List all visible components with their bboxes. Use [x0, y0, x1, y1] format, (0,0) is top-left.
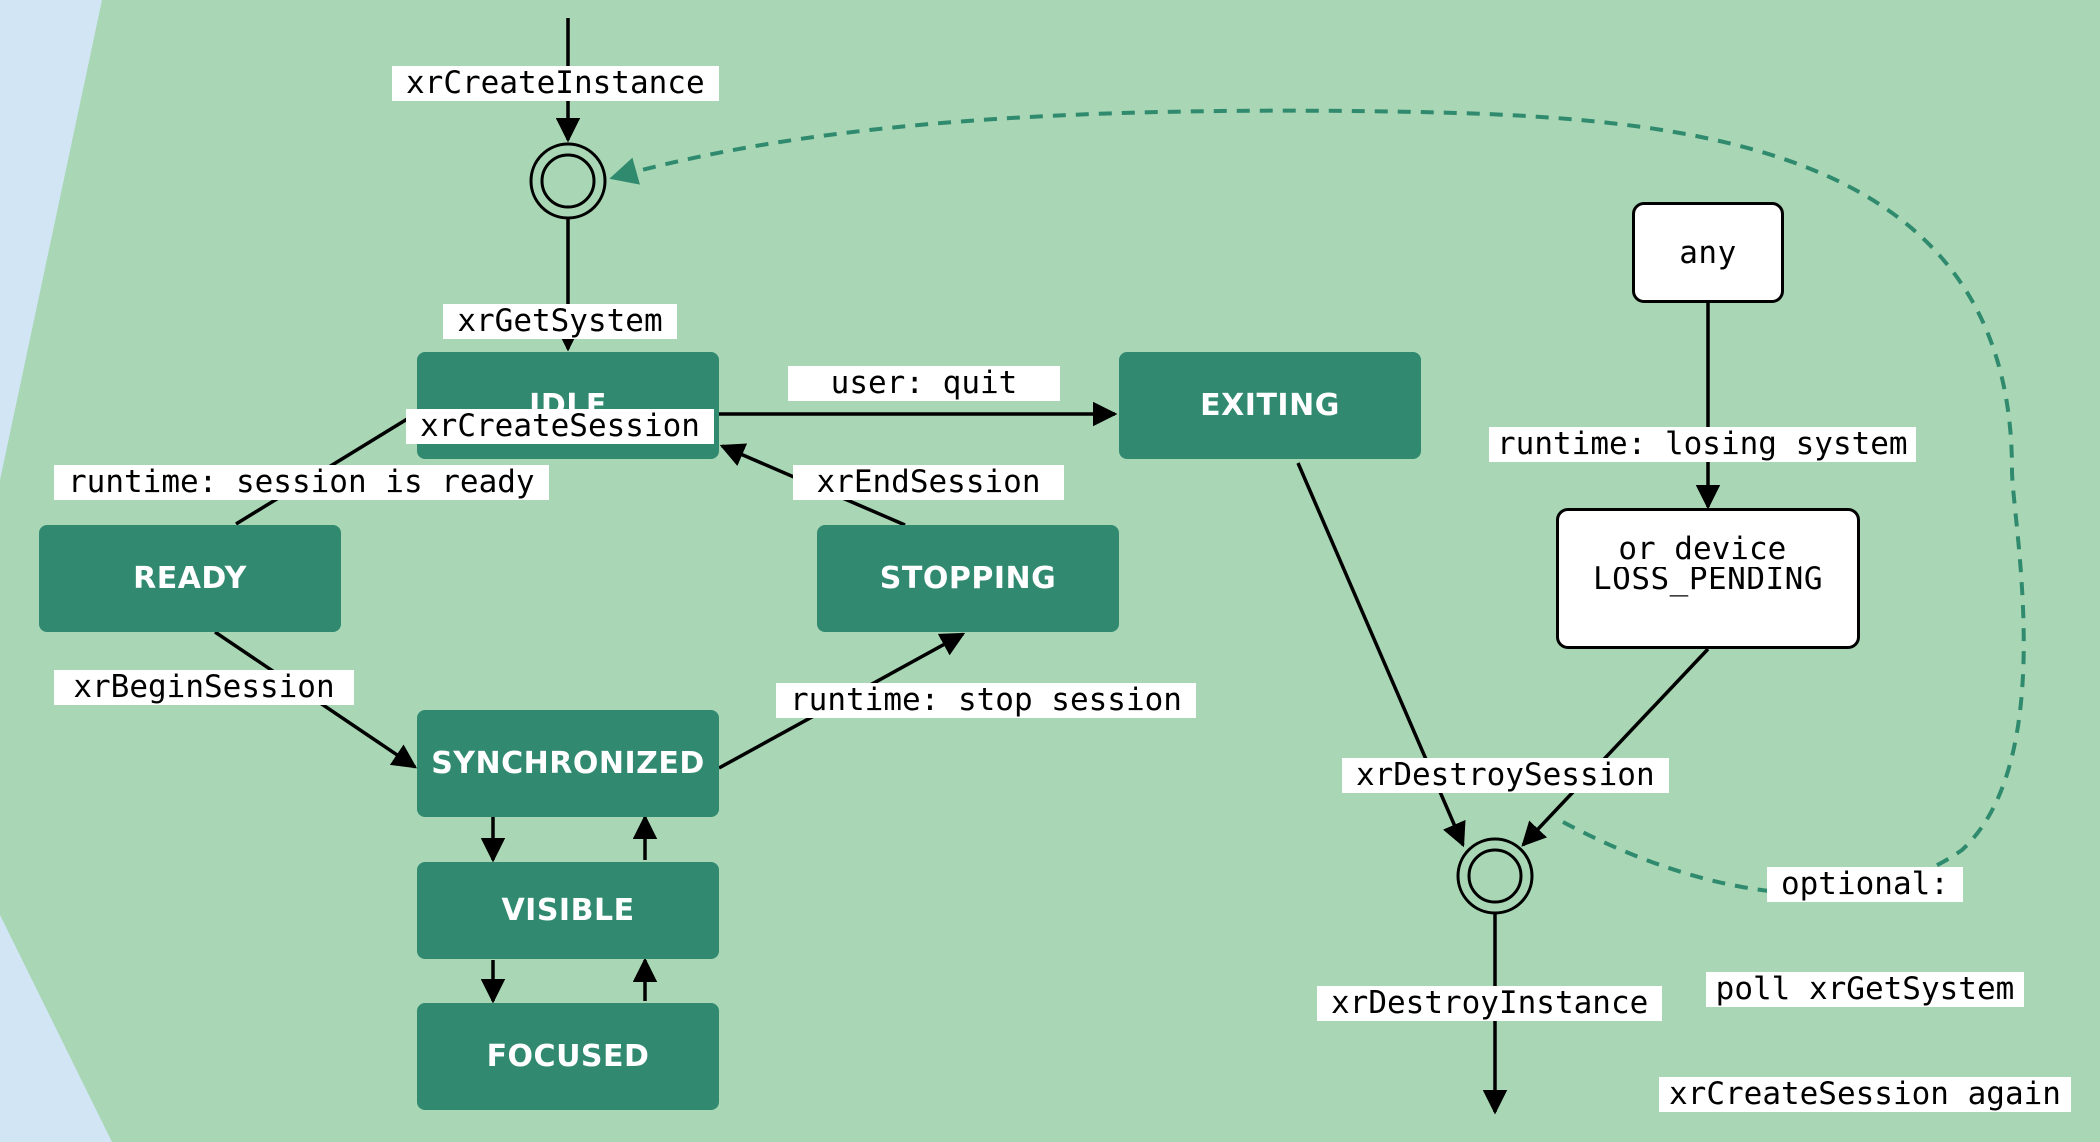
- label-destroy-instance: xrDestroyInstance: [1317, 986, 1663, 1021]
- label-stop-session: runtime: stop session: [776, 683, 1196, 718]
- label-get-system-create-session: xrGetSystem xrCreateSession: [406, 234, 714, 514]
- label-create-session: xrCreateSession: [406, 409, 714, 444]
- initial-state-icon: [529, 142, 607, 220]
- state-synchronized: SYNCHRONIZED: [417, 710, 719, 817]
- state-stopping: STOPPING: [817, 525, 1119, 632]
- state-exiting: EXITING: [1119, 352, 1421, 459]
- label-losing-system-line2: or device: [1604, 532, 1801, 567]
- label-destroy-session: xrDestroySession: [1342, 758, 1669, 793]
- label-optional: optional: poll xrGetSystem xrCreateSessi…: [1659, 797, 2071, 1142]
- label-optional-line2: poll xrGetSystem: [1705, 972, 2025, 1007]
- state-any: any: [1632, 202, 1784, 303]
- label-session-ready: runtime: session is ready: [54, 465, 549, 500]
- label-end-session: xrEndSession: [793, 465, 1064, 500]
- edge-optional-retry: [609, 108, 2026, 896]
- label-losing-system-line1: runtime: losing system: [1489, 427, 1916, 462]
- side-panel-lower: [0, 915, 112, 1142]
- label-create-instance: xrCreateInstance: [392, 66, 719, 101]
- state-loss-pending: LOSS_PENDING: [1556, 508, 1860, 649]
- state-ready: READY: [39, 525, 341, 632]
- side-panel: [0, 0, 102, 480]
- edge-loss-destroy: [1521, 647, 1710, 847]
- label-get-system: xrGetSystem: [443, 304, 677, 339]
- label-losing-system: runtime: losing system or device: [1489, 357, 1916, 637]
- session-end-state-icon: [1456, 837, 1534, 915]
- label-optional-line1: optional:: [1766, 867, 1963, 902]
- label-user-quit: user: quit: [788, 366, 1060, 401]
- state-focused: FOCUSED: [417, 1003, 719, 1110]
- label-optional-line3: xrCreateSession again: [1659, 1077, 2071, 1112]
- state-visible: VISIBLE: [417, 862, 719, 959]
- label-begin-session: xrBeginSession: [54, 670, 354, 705]
